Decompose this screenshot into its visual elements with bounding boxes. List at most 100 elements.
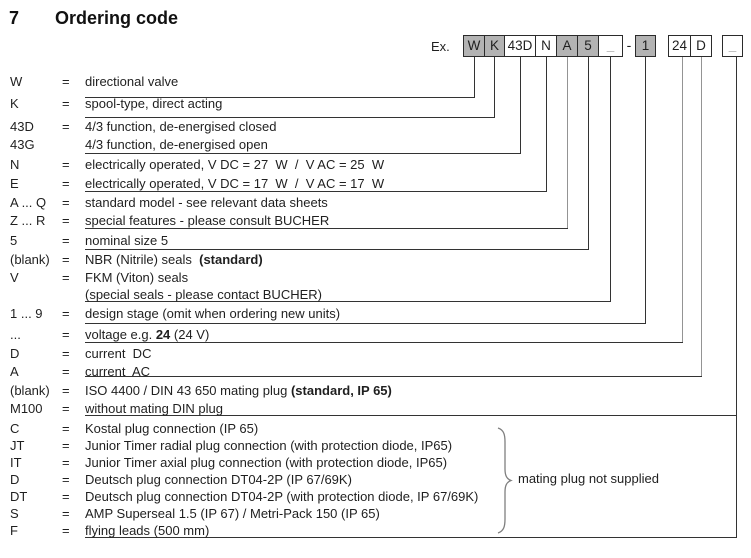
code-row: IT=Junior Timer axial plug connection (w…	[10, 455, 447, 470]
row-code: A ... Q	[10, 195, 47, 210]
row-description-part: 4/3 function, de-energised closed	[85, 119, 277, 134]
code-row: S=AMP Superseal 1.5 (IP 67) / Metri-Pack…	[10, 506, 380, 521]
row-description: spool-type, direct acting	[85, 96, 222, 111]
row-description: 4/3 function, de-energised closed	[85, 119, 277, 134]
row-description: Junior Timer radial plug connection (wit…	[85, 438, 452, 453]
row-code: JT	[10, 438, 25, 453]
code-row: ...=voltage e.g. 24 (24 V)	[10, 327, 209, 342]
connector-hline	[85, 228, 568, 229]
row-description-part: 4/3 function, de-energised open	[85, 137, 268, 152]
row-code: A	[10, 364, 19, 379]
row-description-part: NBR (Nitrile) seals	[85, 252, 200, 267]
row-description: Junior Timer axial plug connection (with…	[85, 455, 447, 470]
row-equals: =	[62, 195, 70, 210]
code-row: E=electrically operated, V DC = 17 W / V…	[10, 176, 384, 191]
connector-vline	[682, 57, 683, 343]
row-code: C	[10, 421, 20, 436]
row-description: current AC	[85, 364, 150, 379]
row-description: 4/3 function, de-energised open	[85, 137, 268, 152]
row-equals: =	[62, 119, 70, 134]
row-code: K	[10, 96, 19, 111]
row-code: W	[10, 74, 23, 89]
connector-vline	[736, 57, 737, 538]
code-row: A ... Q = standard model - see relevant da…	[10, 195, 328, 210]
row-description: Deutsch plug connection DT04-2P (IP 67/6…	[85, 472, 352, 487]
connector-hline	[85, 376, 702, 377]
row-description: Kostal plug connection (IP 65)	[85, 421, 258, 436]
connector-vline	[588, 57, 589, 250]
row-equals: =	[62, 306, 70, 321]
connector-vline	[610, 57, 611, 302]
row-code: Z ... R	[10, 213, 46, 228]
row-equals: =	[62, 438, 70, 453]
example-label: Ex.	[431, 39, 450, 54]
row-description-part: (standard)	[199, 252, 263, 267]
connector-hline	[85, 342, 683, 343]
row-description-part: Deutsch plug connection DT04-2P (with pr…	[85, 489, 479, 504]
row-code: E	[10, 176, 19, 191]
row-equals: =	[62, 233, 70, 248]
code-row: N = electrically operated, V DC = 27 W / V…	[10, 157, 384, 172]
connector-hline	[85, 537, 737, 538]
code-box-blank-6: _	[598, 35, 623, 57]
row-description-part: Junior Timer radial plug connection (wit…	[85, 438, 453, 453]
code-box-43D: 43D	[504, 35, 536, 57]
row-equals: =	[62, 213, 70, 228]
row-description: nominal size 5	[85, 233, 168, 248]
row-description: special features - please consult BUCHER	[85, 213, 329, 228]
row-description: NBR (Nitrile) seals (standard)	[85, 252, 263, 267]
row-equals: =	[62, 270, 70, 285]
row-equals: =	[62, 489, 70, 504]
code-row: V=FKM (Viton) seals	[10, 270, 188, 285]
row-equals: =	[62, 252, 70, 267]
code-box-blank-10: _	[722, 35, 743, 57]
row-code: M100	[10, 401, 43, 416]
row-description-part: Junior Timer axial plug connection (with…	[85, 455, 448, 470]
connector-hline	[85, 153, 521, 154]
code-row: D=current DC	[10, 346, 151, 361]
connector-vline	[494, 57, 495, 118]
row-equals: =	[62, 96, 70, 111]
connector-vline	[520, 57, 521, 154]
row-equals: =	[62, 383, 70, 398]
row-description-part: standard model - see relevant data sheet…	[85, 195, 328, 210]
row-equals: =	[62, 472, 70, 487]
code-row: DT = Deutsch plug connection DT04-2P (with…	[10, 489, 478, 504]
page-title: Ordering code	[55, 8, 179, 28]
row-description-part: (24 V)	[170, 327, 210, 342]
row-code: IT	[10, 455, 22, 470]
row-description-part: Deutsch plug connection DT04-2P (IP 67/6…	[85, 472, 352, 487]
code-box-W: W	[463, 35, 485, 57]
code-box-N: N	[535, 35, 557, 57]
row-code: N	[10, 157, 20, 172]
code-row: (special seals - please contact BUCHER)	[10, 287, 322, 302]
row-description-part: spool-type, direct acting	[85, 96, 223, 111]
row-description-part: FKM (Viton) seals	[85, 270, 189, 285]
row-code: DT	[10, 489, 28, 504]
row-description-part: special features - please consult BUCHER	[85, 213, 330, 228]
row-equals: =	[62, 401, 70, 416]
row-code: ...	[10, 327, 21, 342]
code-box-K: K	[484, 35, 505, 57]
row-description: electrically operated, V DC = 17 W / V A…	[85, 176, 384, 191]
row-equals: =	[62, 74, 70, 89]
row-description: AMP Superseal 1.5 (IP 67) / Metri-Pack 1…	[85, 506, 380, 521]
row-description-part: current DC	[85, 346, 152, 361]
connector-vline	[546, 57, 547, 192]
connector-hline	[85, 249, 589, 250]
row-description: Deutsch plug connection DT04-2P (with pr…	[85, 489, 478, 504]
row-description-part: Kostal plug connection (IP 65)	[85, 421, 259, 436]
connector-hline	[85, 301, 611, 302]
row-code: 5	[10, 233, 18, 248]
group-brace	[497, 427, 513, 534]
brace-label: mating plug not supplied	[518, 471, 659, 486]
row-equals: =	[62, 157, 70, 172]
code-row: JT = Junior Timer radial plug connection (…	[10, 438, 452, 453]
code-box-1: 1	[635, 35, 656, 57]
row-description-part: electrically operated, V DC = 17 W / V A…	[85, 176, 385, 191]
row-description-part: electrically operated, V DC = 27 W / V A…	[85, 157, 385, 172]
connector-hline	[85, 191, 547, 192]
connector-hline	[85, 323, 646, 324]
code-box-D: D	[690, 35, 712, 57]
